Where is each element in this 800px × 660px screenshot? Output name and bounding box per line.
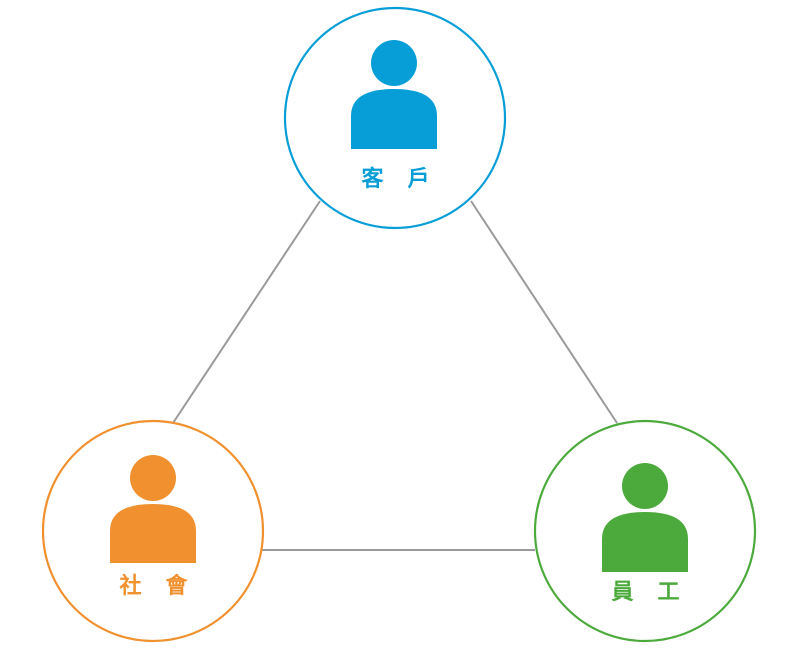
node-customer: 客 戶 xyxy=(283,6,507,230)
node-employee: 員 工 xyxy=(533,419,757,643)
person-icon xyxy=(351,40,437,149)
connector-customer-employee xyxy=(470,200,618,424)
node-employee-label: 員 工 xyxy=(610,580,680,605)
person-icon xyxy=(110,455,196,563)
person-icon xyxy=(602,463,688,572)
node-society-label: 社 會 xyxy=(119,573,188,599)
node-society: 社 會 xyxy=(41,419,265,643)
node-customer-label: 客 戶 xyxy=(361,166,430,192)
connector-customer-society xyxy=(172,200,321,424)
